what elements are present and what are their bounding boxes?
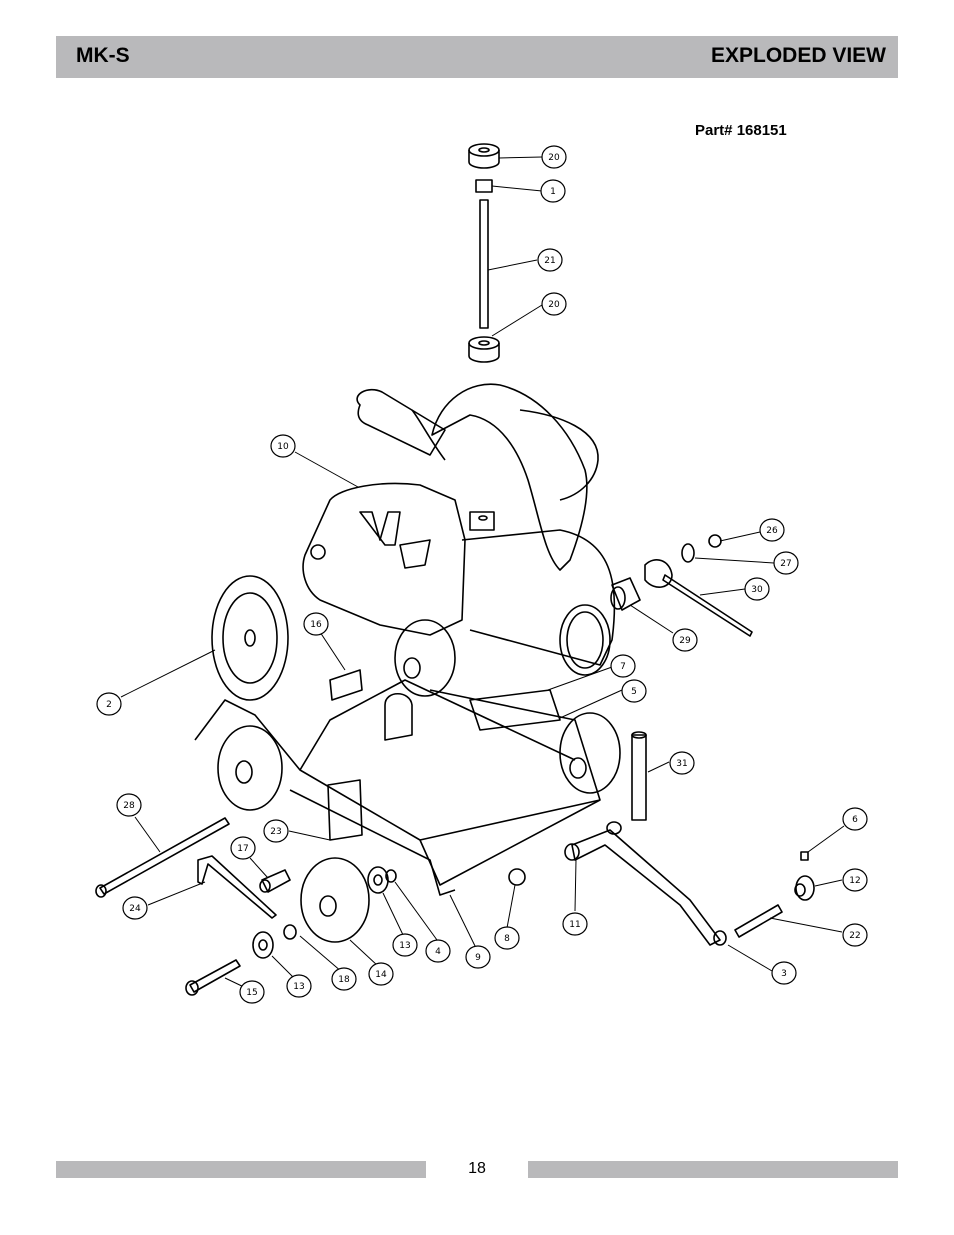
part-nut <box>475 179 493 193</box>
callout-label: 24 <box>129 904 141 914</box>
callout-bubble <box>541 292 567 316</box>
callout-bubble <box>425 939 451 963</box>
callout-label: 13 <box>293 982 304 992</box>
callout-bubble <box>263 819 289 843</box>
callout-bubble <box>494 926 520 950</box>
page-header: MK-S EXPLODED VIEW <box>56 36 898 78</box>
callout-label: 20 <box>548 153 560 163</box>
callout-label: 2 <box>106 700 112 710</box>
part-base-frame <box>194 689 601 886</box>
callout-label: 11 <box>569 920 580 930</box>
callout-label: 1 <box>550 187 556 197</box>
callout-bubble <box>610 654 636 678</box>
callout-bubble <box>541 145 567 169</box>
callout-bubble <box>537 248 563 272</box>
part-side-handle <box>571 829 721 946</box>
callout-label: 20 <box>548 300 560 310</box>
callout-label: 28 <box>123 801 135 811</box>
callout-bubble <box>331 967 357 991</box>
callout-bubble <box>771 961 797 985</box>
footer-bar-left <box>56 1161 426 1178</box>
callout-label: 14 <box>375 970 387 980</box>
callout-label: 12 <box>849 876 860 886</box>
footer-bar-right <box>528 1161 898 1178</box>
page-number: 18 <box>468 1160 486 1177</box>
callout-bubble <box>842 923 868 947</box>
callout-bubble <box>270 434 296 458</box>
callout-bubble <box>842 807 868 831</box>
callout-label: 15 <box>246 988 257 998</box>
callout-label: 29 <box>679 636 691 646</box>
callout-bubble <box>621 679 647 703</box>
part-hex-key <box>197 855 277 919</box>
model-name: MK-S <box>76 44 130 67</box>
callout-label: 10 <box>277 442 289 452</box>
callout-label: 4 <box>435 947 441 957</box>
callout-bubble <box>392 933 418 957</box>
callout-label: 27 <box>780 559 791 569</box>
callout-label: 26 <box>766 526 778 536</box>
callout-bubble <box>744 577 770 601</box>
callout-label: 13 <box>399 941 410 951</box>
callout-bubble <box>116 793 142 817</box>
callout-label: 17 <box>237 844 248 854</box>
callout-bubble <box>286 974 312 998</box>
callout-label: 3 <box>781 969 787 979</box>
callout-label: 16 <box>310 620 322 630</box>
callout-bubble <box>96 692 122 716</box>
callout-bubble <box>303 612 329 636</box>
callout-bubble <box>230 836 256 860</box>
callout-bubble <box>540 179 566 203</box>
callout-label: 9 <box>475 953 481 963</box>
callout-bubble <box>672 628 698 652</box>
callout-bubble <box>773 551 799 575</box>
part-blade <box>211 575 289 701</box>
callout-label: 5 <box>631 687 637 697</box>
callout-bubble <box>122 896 148 920</box>
callout-bubble <box>368 962 394 986</box>
callout-bubble <box>239 980 265 1004</box>
callout-label: 23 <box>270 827 281 837</box>
section-title: EXPLODED VIEW <box>710 44 886 67</box>
callout-bubble <box>759 518 785 542</box>
part-rod <box>479 199 489 329</box>
callout-bubble <box>465 945 491 969</box>
callout-bubble <box>562 912 588 936</box>
callout-label: 8 <box>504 934 510 944</box>
callout-label: 21 <box>544 256 555 266</box>
callout-label: 18 <box>338 975 350 985</box>
callout-bubble <box>842 868 868 892</box>
callout-label: 31 <box>676 759 687 769</box>
part-number: Part# 168151 <box>695 122 787 139</box>
callout-label: 22 <box>849 931 860 941</box>
part-bolt <box>189 959 241 993</box>
part-handle <box>356 388 446 456</box>
part-motor-housing <box>302 482 466 636</box>
part-wheel <box>217 725 283 811</box>
callout-bubble <box>669 751 695 775</box>
callout-label: 7 <box>620 662 626 672</box>
part-cap-top <box>468 143 500 157</box>
callout-label: 30 <box>751 585 763 595</box>
callout-label: 6 <box>852 815 858 825</box>
